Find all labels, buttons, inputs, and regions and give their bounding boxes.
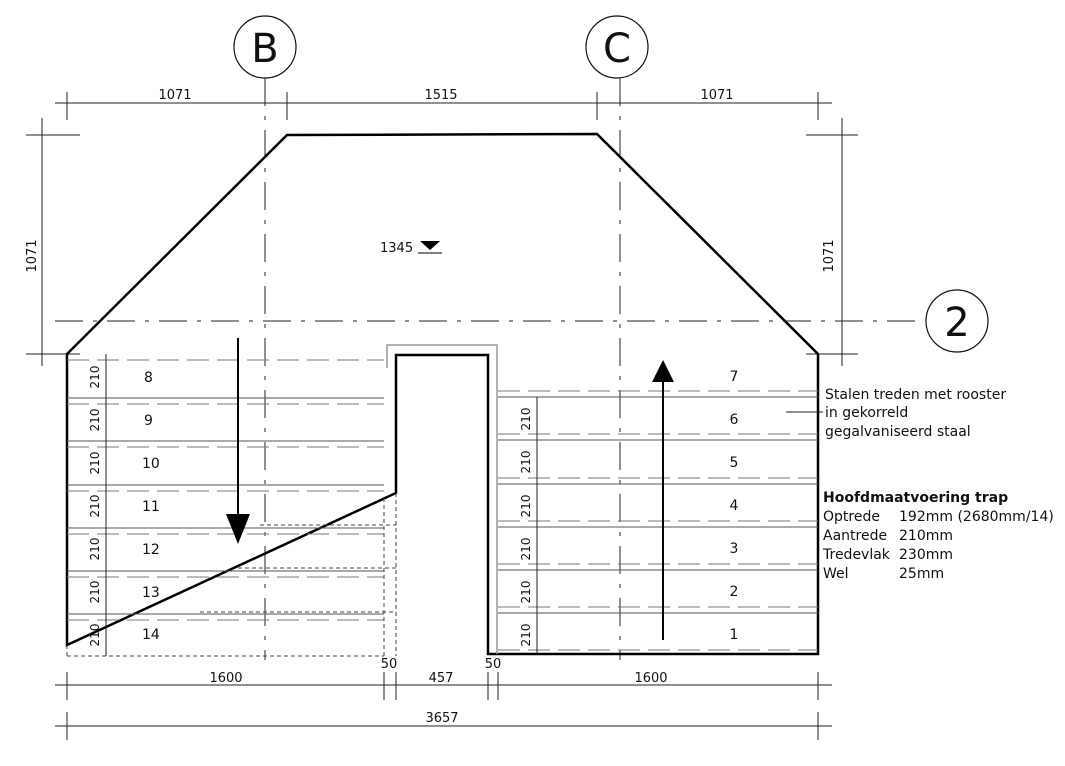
dim-bottom-right: 1600 <box>634 671 667 686</box>
svg-text:210: 210 <box>88 452 102 475</box>
grid-bubble-2: 2 <box>925 289 989 353</box>
left-flight-treads <box>67 397 384 615</box>
grid-bubble-c: C <box>585 15 649 79</box>
svg-text:210: 210 <box>88 409 102 432</box>
up-arrow <box>652 360 674 640</box>
svg-text:210: 210 <box>519 495 533 518</box>
spec-value: 230mm <box>899 547 953 563</box>
right-rise-labels: 210 210 210 210 210 210 <box>519 408 533 647</box>
stair-spec-table: Hoofdmaatvoering trap Optrede 192mm (268… <box>822 490 1054 582</box>
left-rise-labels: 210 210 210 210 210 210 210 <box>88 366 102 647</box>
top-dimension-chain <box>55 92 832 120</box>
step-label: 14 <box>142 627 160 643</box>
svg-text:2: 2 <box>944 300 969 346</box>
right-step-numbers: 7 6 5 4 3 2 1 <box>730 369 739 643</box>
step-label: 1 <box>730 627 739 643</box>
level-marker: 1345 <box>380 241 442 256</box>
step-label: 9 <box>144 413 153 429</box>
step-label: 3 <box>730 541 739 557</box>
svg-text:210: 210 <box>88 366 102 389</box>
spec-value: 210mm <box>899 528 953 544</box>
svg-text:210: 210 <box>519 538 533 561</box>
left-flight-nosings <box>67 359 384 621</box>
svg-text:1345: 1345 <box>380 241 413 256</box>
step-label: 8 <box>144 370 153 386</box>
down-arrow <box>226 338 250 544</box>
svg-text:C: C <box>603 26 631 72</box>
left-side-dimension <box>26 118 80 366</box>
step-label: 2 <box>730 584 739 600</box>
dim-bottom-gap-left: 50 <box>381 657 398 672</box>
step-label: 6 <box>730 412 739 428</box>
spec-value: 192mm (2680mm/14) <box>899 509 1054 525</box>
right-side-dimension <box>806 118 858 366</box>
grid-lines <box>55 78 925 660</box>
step-label: 10 <box>142 456 160 472</box>
dim-side-left: 1071 <box>25 239 40 272</box>
dim-top-right: 1071 <box>700 88 733 103</box>
hidden-treads <box>66 493 397 657</box>
core-wall-outline <box>386 344 498 654</box>
dim-bottom-gap-right: 50 <box>485 657 502 672</box>
stairwell-outline <box>65 132 820 656</box>
dim-bottom-left: 1600 <box>209 671 242 686</box>
svg-text:210: 210 <box>88 538 102 561</box>
spec-label: Wel <box>823 566 849 582</box>
dim-overall: 3657 <box>425 711 458 726</box>
svg-text:in gekorreld: in gekorreld <box>825 405 908 421</box>
svg-text:210: 210 <box>519 624 533 647</box>
step-label: 12 <box>142 542 160 558</box>
overall-dimension-chain <box>55 712 832 740</box>
material-note: Stalen treden met rooster in gekorreld g… <box>825 387 1006 440</box>
svg-text:210: 210 <box>88 624 102 647</box>
grid-bubble-b: B <box>233 15 297 79</box>
dim-top-mid: 1515 <box>424 88 457 103</box>
step-label: 11 <box>142 499 160 515</box>
dim-side-right: 1071 <box>822 239 837 272</box>
svg-text:210: 210 <box>88 581 102 604</box>
step-label: 4 <box>730 498 739 514</box>
dim-top-left: 1071 <box>158 88 191 103</box>
svg-text:210: 210 <box>88 495 102 518</box>
dim-bottom-mid: 457 <box>429 671 454 686</box>
svg-text:210: 210 <box>519 408 533 431</box>
spec-label: Tredevlak <box>822 547 891 563</box>
svg-text:B: B <box>251 26 278 72</box>
right-flight-nosings <box>498 390 818 651</box>
step-label: 7 <box>730 369 739 385</box>
step-label: 13 <box>142 585 160 601</box>
bottom-dimension-chain <box>55 672 832 700</box>
spec-label: Optrede <box>823 509 880 525</box>
left-step-numbers: 8 9 10 11 12 13 14 <box>142 370 160 643</box>
svg-text:Stalen treden met rooster: Stalen treden met rooster <box>825 387 1006 403</box>
spec-value: 25mm <box>899 566 944 582</box>
spec-title: Hoofdmaatvoering trap <box>823 490 1008 506</box>
step-label: 5 <box>730 455 739 471</box>
svg-text:210: 210 <box>519 581 533 604</box>
svg-text:210: 210 <box>519 451 533 474</box>
right-flight-treads <box>498 396 818 614</box>
svg-text:gegalvaniseerd staal: gegalvaniseerd staal <box>825 424 971 440</box>
spec-label: Aantrede <box>823 528 887 544</box>
